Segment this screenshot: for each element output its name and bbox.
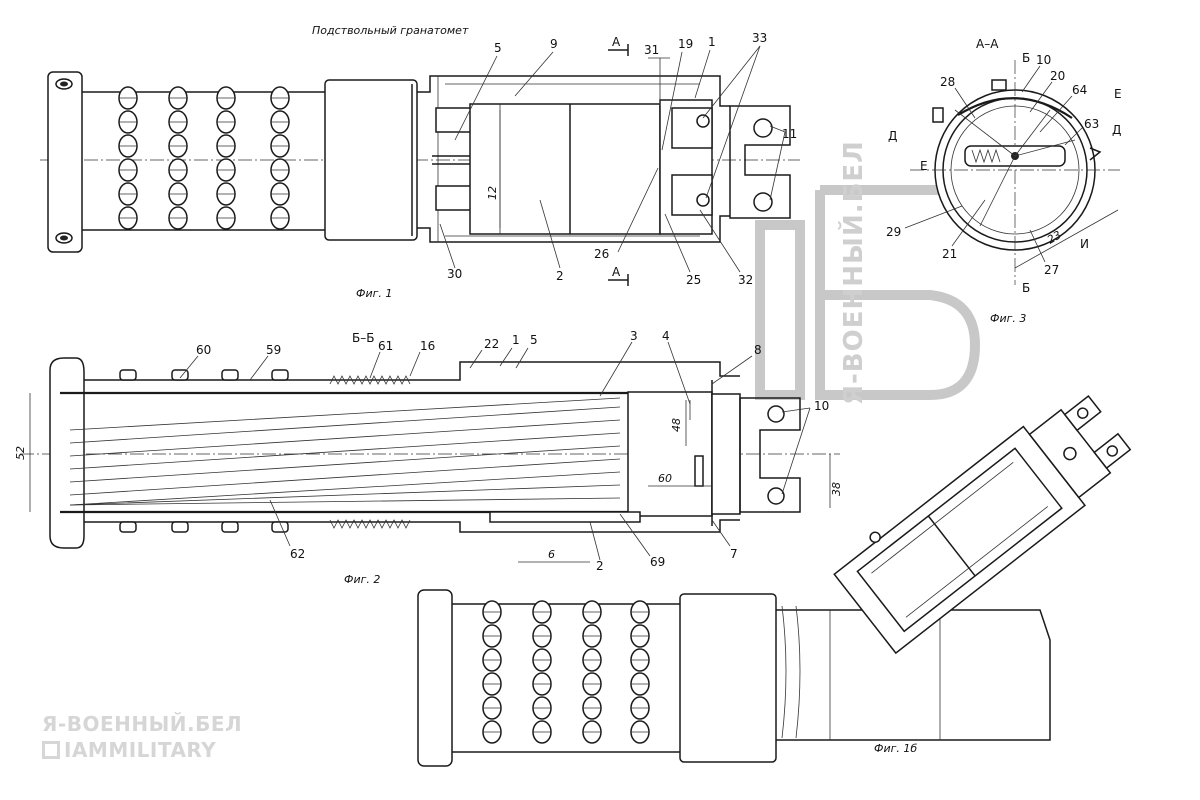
callout-label: 62 bbox=[290, 547, 305, 561]
callout-label: 9 bbox=[550, 37, 558, 51]
watermark-vertical-text: Я-ВОЕННЫЙ.БЕЛ bbox=[837, 140, 869, 405]
section-mark-d-right: Д bbox=[1112, 123, 1121, 137]
dim-60: 60 bbox=[658, 472, 672, 485]
dim-12: 12 bbox=[486, 186, 499, 200]
callout-label: 5 bbox=[530, 333, 538, 347]
callout-label: 33 bbox=[752, 31, 767, 45]
callout-label: 26 bbox=[594, 247, 609, 261]
callout-label: 27 bbox=[1044, 263, 1059, 277]
section-mark-d-left: Д bbox=[888, 129, 897, 143]
brand-watermark-line-2: IAMMILITARY bbox=[42, 738, 216, 762]
section-mark-a-top: А bbox=[612, 35, 621, 49]
figure-1b-caption: Фиг. 1б bbox=[874, 742, 917, 755]
callout-label: 69 bbox=[650, 555, 665, 569]
figure-3-caption: Фиг. 3 bbox=[990, 312, 1026, 325]
callout-label: 10 bbox=[1036, 53, 1051, 67]
callout-label: 25 bbox=[686, 273, 701, 287]
callout-label: 29 bbox=[886, 225, 901, 239]
callout-label: 28 bbox=[940, 75, 955, 89]
section-bb-title: Б–Б bbox=[352, 331, 374, 345]
callout-label: 59 bbox=[266, 343, 281, 357]
callout-label: 60 bbox=[196, 343, 211, 357]
brand-watermark-text: IAMMILITARY bbox=[64, 738, 217, 762]
section-mark-e-right: Е bbox=[1114, 87, 1122, 101]
callout-label: 8 bbox=[754, 343, 762, 357]
figure-2-caption: Фиг. 2 bbox=[344, 573, 380, 586]
callout-label: 4 bbox=[662, 329, 670, 343]
section-mark-b-bottom: Б bbox=[1022, 281, 1030, 295]
callout-label: 32 bbox=[738, 273, 753, 287]
callout-label: 64 bbox=[1072, 83, 1087, 97]
callout-label: 1 bbox=[512, 333, 520, 347]
callout-label: 1 bbox=[708, 35, 716, 49]
figure-1b: Фиг. 1б bbox=[417, 394, 1132, 767]
dim-48: 48 bbox=[670, 418, 683, 432]
callout-label: 2 bbox=[556, 269, 564, 283]
section-mark-i: И bbox=[1080, 237, 1089, 251]
figure-1: 12 А А 5 9 31 19 1 33 11 30 2 26 25 32 Фиг. 1 bbox=[40, 31, 800, 300]
figure-1-caption: Фиг. 1 bbox=[356, 287, 392, 300]
callout-label: 20 bbox=[1050, 69, 1065, 83]
callout-label: 3 bbox=[630, 329, 638, 343]
brand-logo-icon bbox=[42, 741, 60, 759]
callout-label: 11 bbox=[782, 127, 797, 141]
drawing-title: Подствольный гранатомет bbox=[312, 24, 469, 37]
dim-6: 6 bbox=[548, 548, 555, 561]
brand-watermark-line-1: Я-ВОЕННЫЙ.БЕЛ bbox=[42, 712, 243, 736]
callout-label: 16 bbox=[420, 339, 435, 353]
figure-3: А–А 23 Б Б Д Д Е Е И bbox=[886, 37, 1122, 325]
callout-label: 7 bbox=[730, 547, 738, 561]
callout-label: 5 bbox=[494, 41, 502, 55]
dim-52: 52 bbox=[14, 446, 27, 460]
figure-2: Б–Б 52 48 60 38 bbox=[14, 329, 843, 586]
section-mark-b-top: Б bbox=[1022, 51, 1030, 65]
dim-23: 23 bbox=[1045, 228, 1064, 246]
callout-label: 2 bbox=[596, 559, 604, 573]
callout-label: 10 bbox=[814, 399, 829, 413]
callout-label: 19 bbox=[678, 37, 693, 51]
callout-label: 22 bbox=[484, 337, 499, 351]
callout-label: 30 bbox=[447, 267, 462, 281]
callout-label: 61 bbox=[378, 339, 393, 353]
dim-38: 38 bbox=[830, 482, 843, 496]
section-aa-title: А–А bbox=[976, 37, 999, 51]
callout-label: 31 bbox=[644, 43, 659, 57]
watermark-logo: Я-ВОЕННЫЙ.БЕЛ bbox=[755, 140, 981, 405]
callout-label: 63 bbox=[1084, 117, 1099, 131]
callout-label: 21 bbox=[942, 247, 957, 261]
section-mark-a-bottom: А bbox=[612, 265, 621, 279]
section-mark-e-left: Е bbox=[920, 159, 928, 173]
